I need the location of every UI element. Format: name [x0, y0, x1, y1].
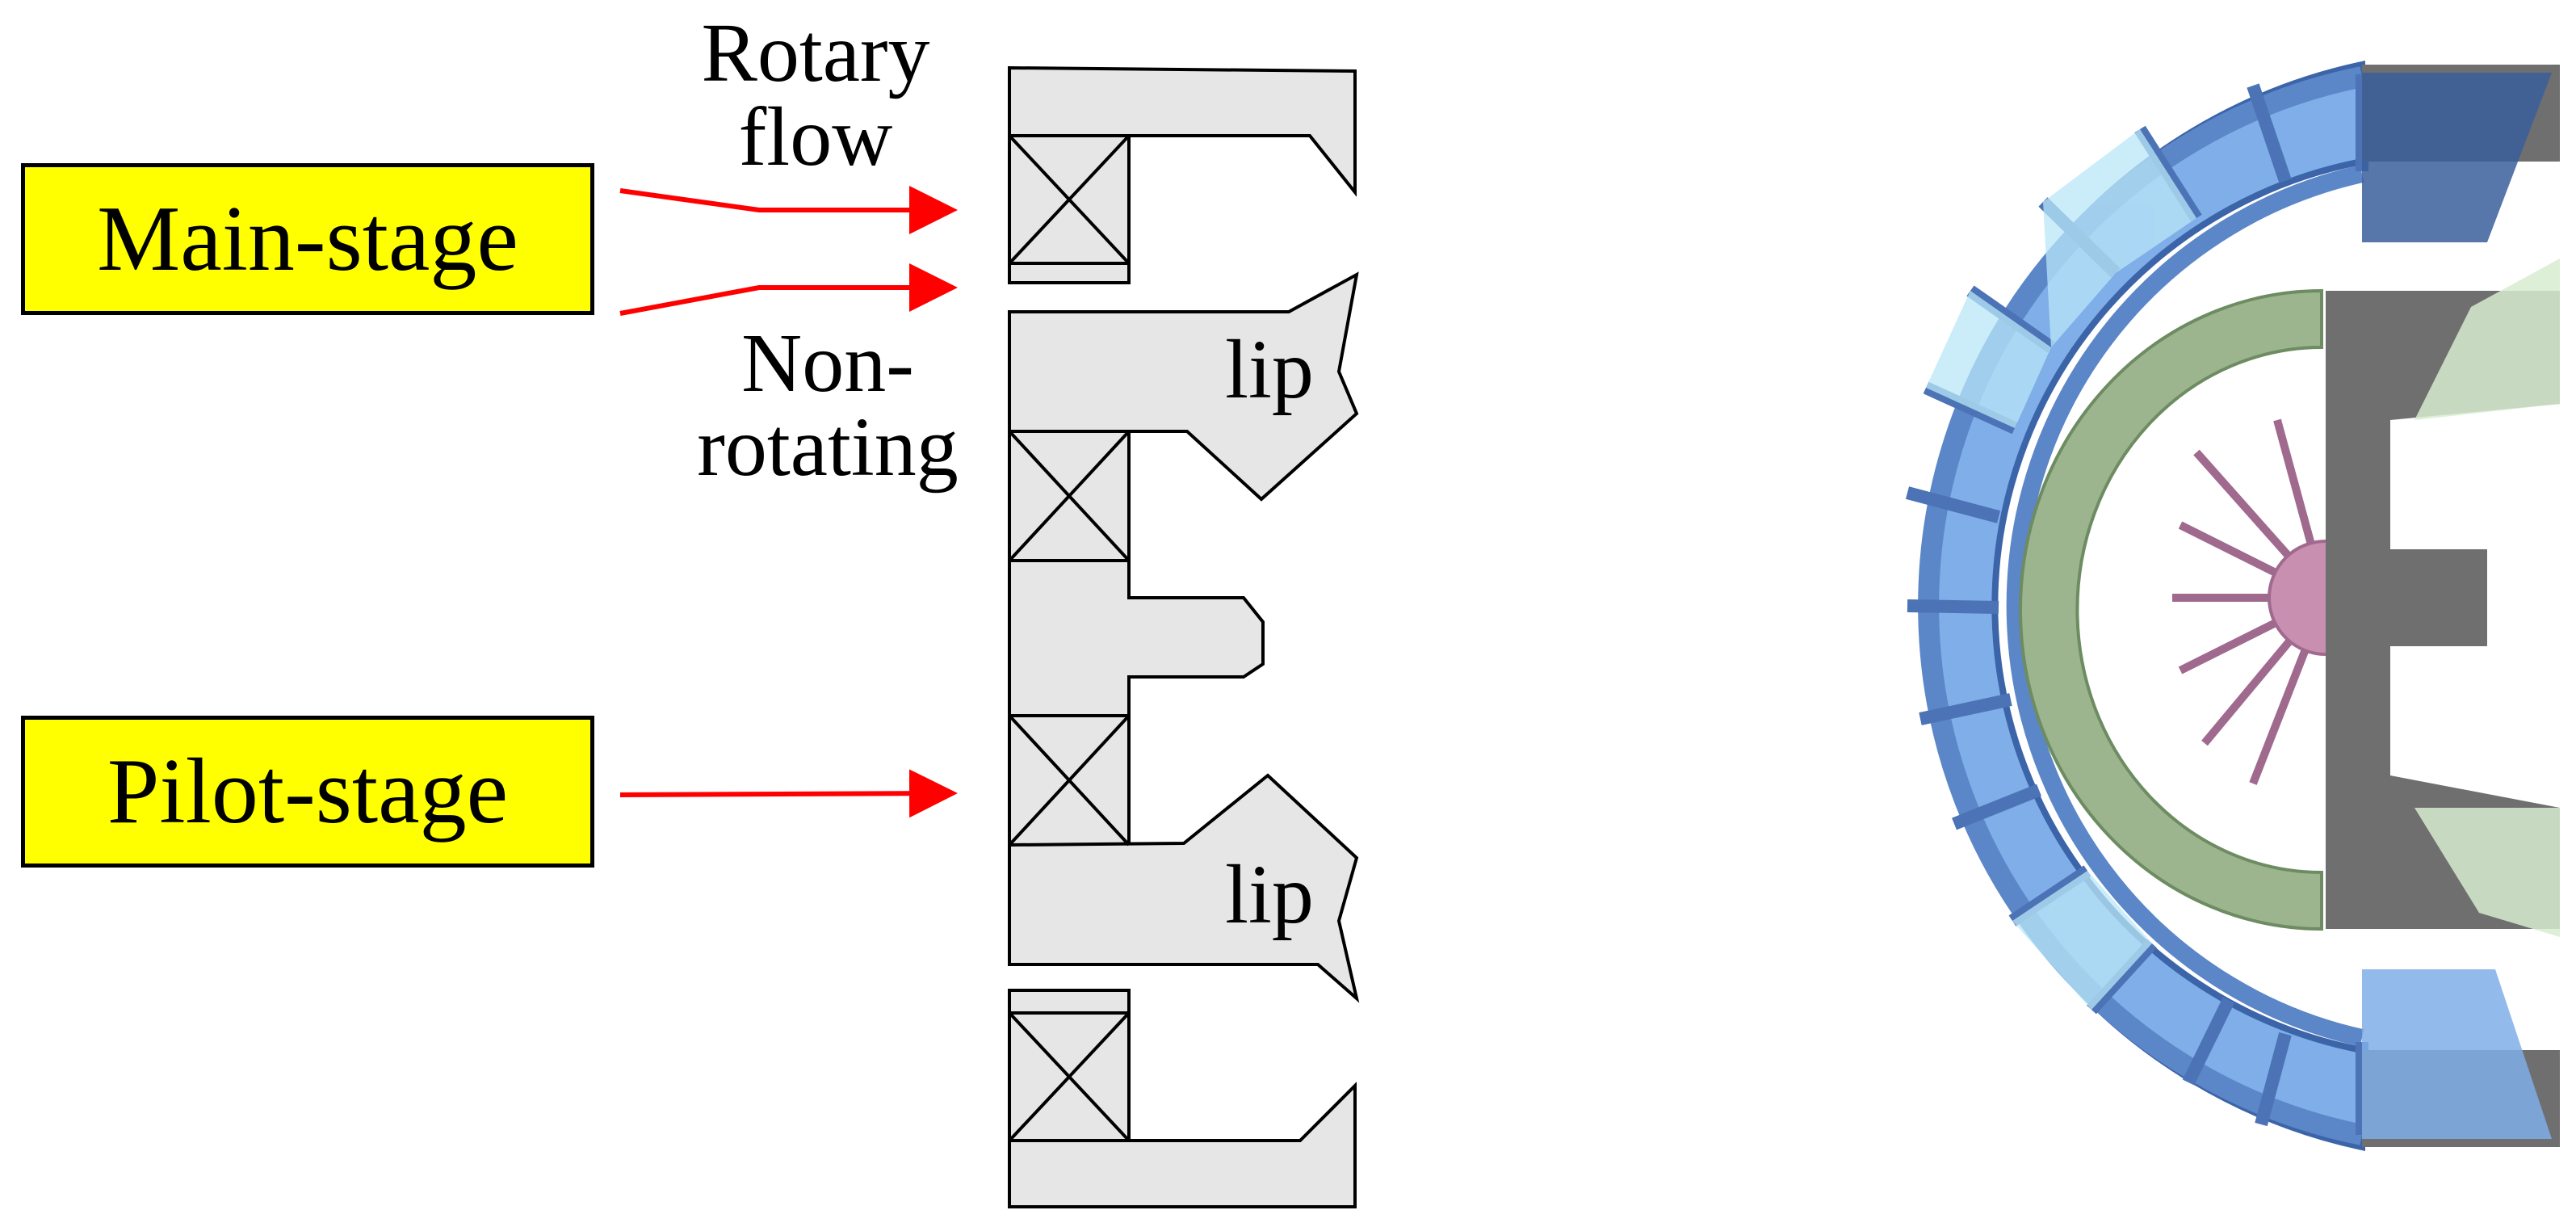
- middle-green-ring: [2019, 288, 2323, 931]
- rotary-line-1: Rotary: [701, 6, 930, 99]
- rotary-flow-annotation: Rotary flow: [646, 11, 985, 179]
- main-stage-label: Main-stage: [21, 163, 594, 315]
- lower-lip-label: lip: [1225, 848, 1314, 941]
- non-rotating-line-1: Non-: [741, 317, 914, 410]
- lower-lip-piece: [1008, 773, 1360, 1003]
- swirler-3d-render: [1905, 61, 2560, 1151]
- main-stage-arrows: [619, 186, 958, 316]
- non-rotating-annotation: Non- rotating: [646, 321, 1009, 490]
- main-stage-text: Main-stage: [97, 187, 518, 291]
- non-rotating-line-2: rotating: [697, 401, 959, 494]
- upper-lip-label: lip: [1225, 323, 1314, 416]
- bottom-swirler-shim: [1008, 989, 1131, 1015]
- rotary-line-2: flow: [738, 90, 893, 183]
- vane-faces: [1926, 129, 2196, 1010]
- swirler-crosses: [1008, 134, 1131, 1142]
- main-arrow-upper: [619, 186, 958, 234]
- pilot-stage-text: Pilot-stage: [107, 739, 509, 843]
- right-pale-surfaces: [2414, 258, 2560, 937]
- section-body: [1008, 65, 1360, 1208]
- main-swirler-shim: [1008, 262, 1131, 284]
- main-arrow-lower: [619, 263, 958, 316]
- middle-tongue-piece: [1008, 559, 1265, 717]
- pilot-stage-label: Pilot-stage: [21, 716, 594, 868]
- pilot-arrow: [619, 769, 958, 818]
